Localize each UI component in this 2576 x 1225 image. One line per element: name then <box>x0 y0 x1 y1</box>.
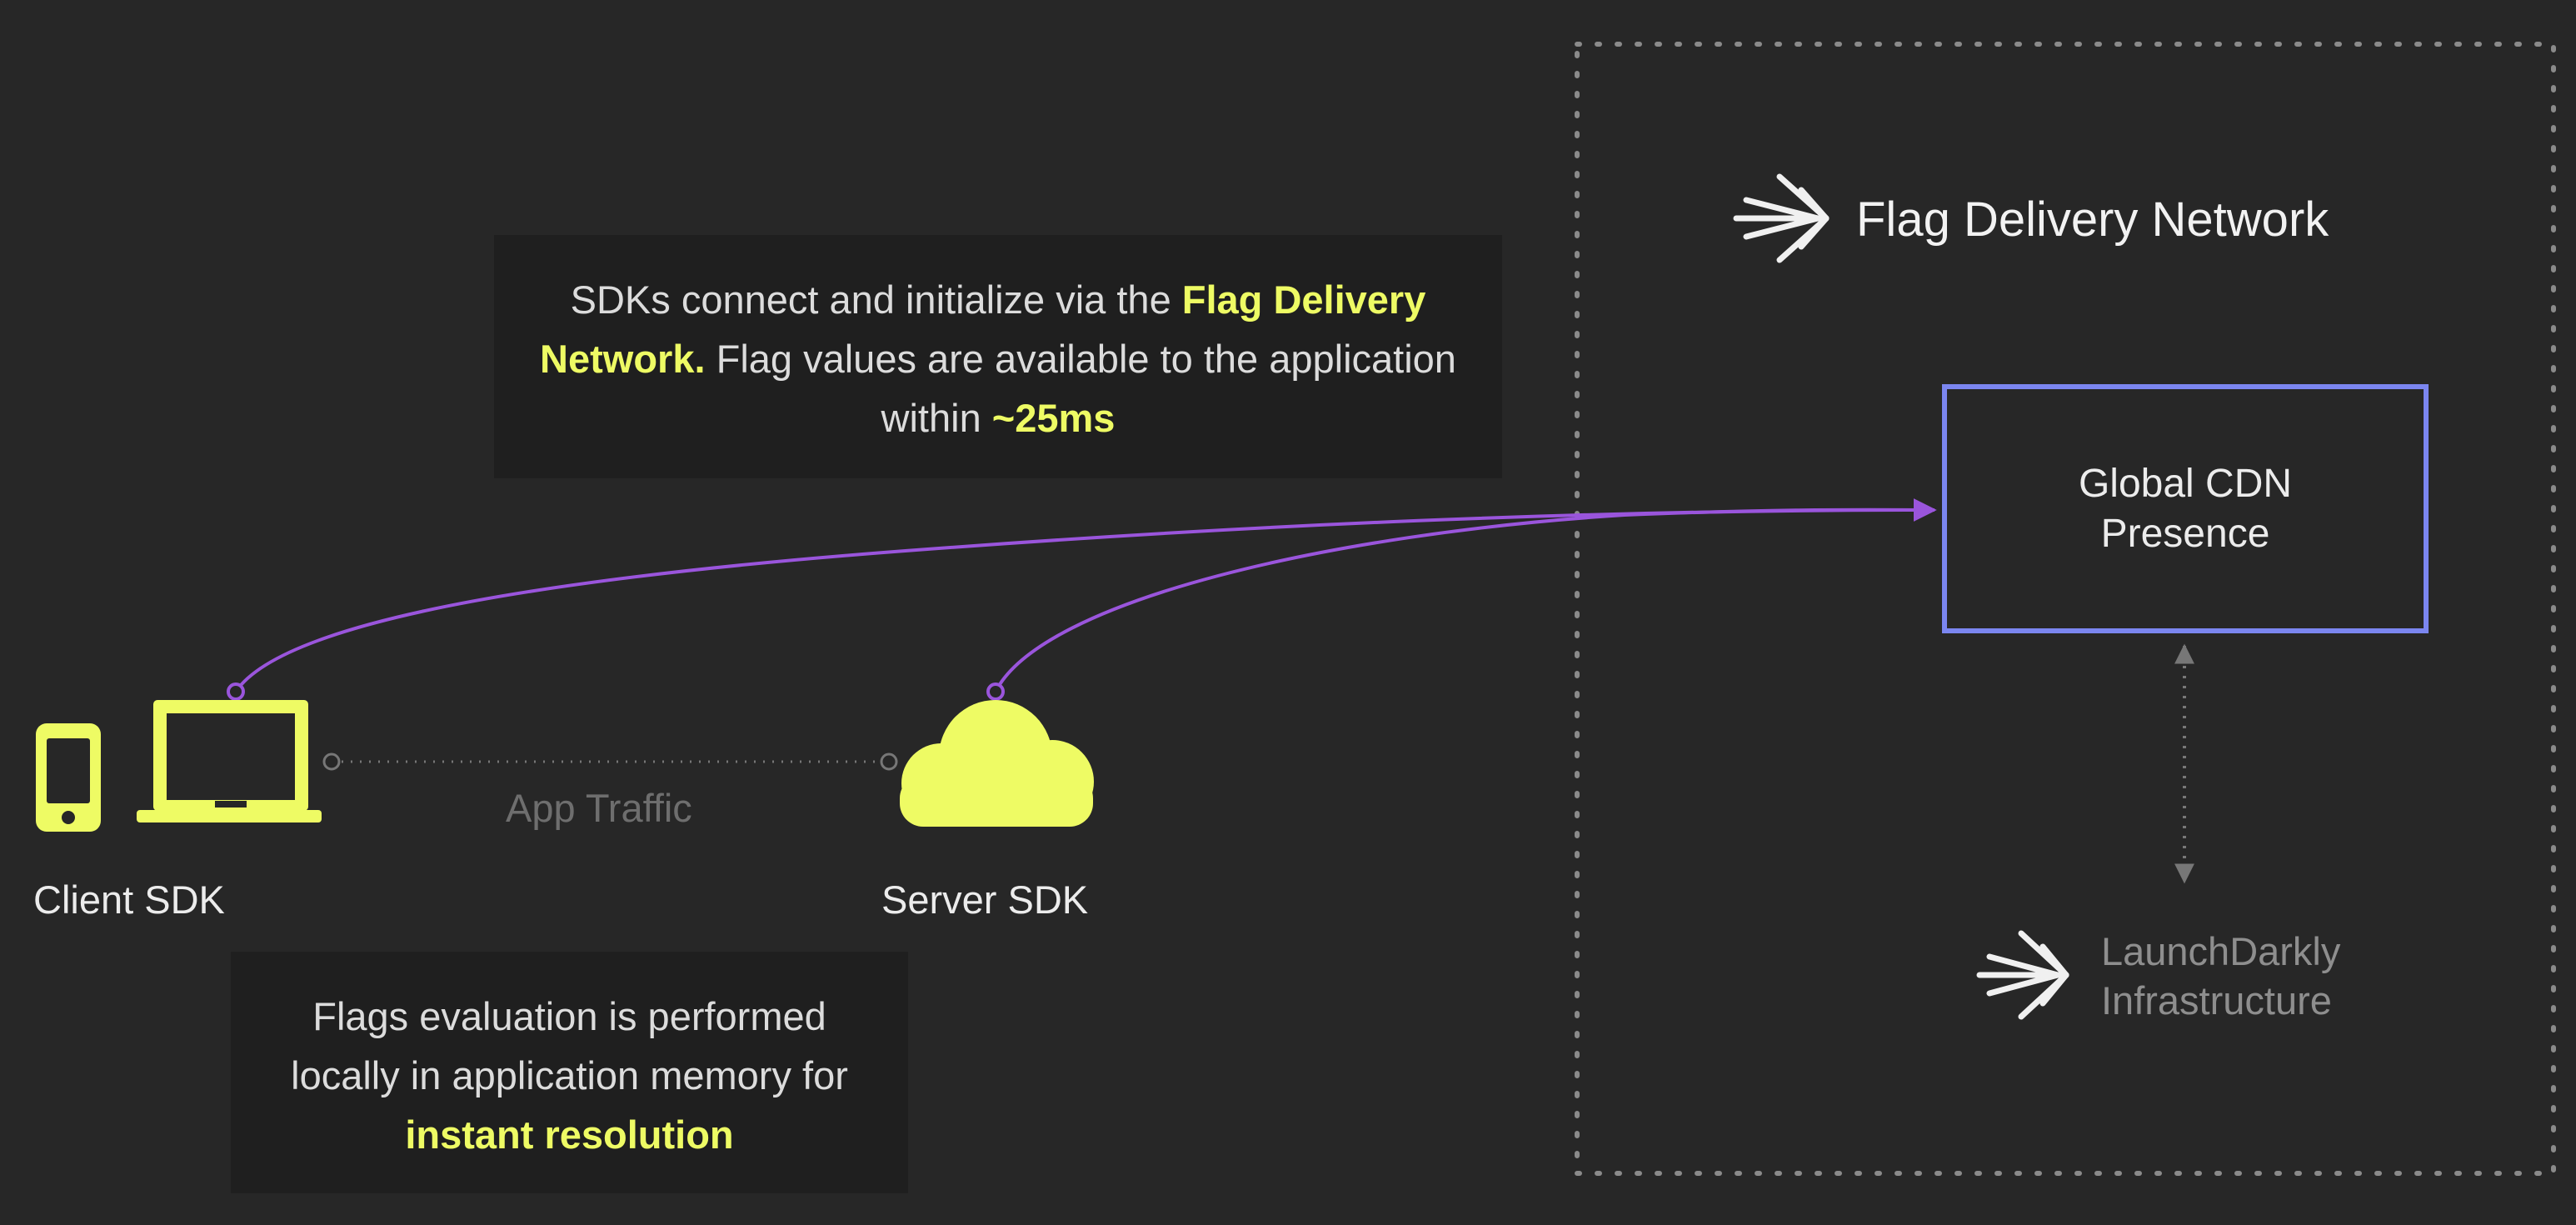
callout-sdk-connect: SDKs connect and initialize via the Flag… <box>494 235 1502 478</box>
infrastructure-logo-icon <box>1976 930 2069 1020</box>
app-traffic-end-right <box>880 752 898 771</box>
laptop-icon <box>137 700 322 822</box>
cloud-icon <box>900 700 1094 827</box>
server-sdk-label: Server SDK <box>881 878 1089 922</box>
cdn-label-line-1: Global CDN <box>2078 461 2293 506</box>
client-connector-dot <box>227 682 245 701</box>
infrastructure-label-line-1: LaunchDarkly <box>2101 929 2341 973</box>
callout-sdk-connect-highlight-1: Flag Delivery Network. <box>540 278 1426 381</box>
launchdarkly-logo-icon <box>1733 173 1830 263</box>
client-connector-line <box>234 498 1937 693</box>
network-title: Flag Delivery Network <box>1856 192 2329 247</box>
callout-local-evaluation: Flags evaluation is performed locally in… <box>231 952 908 1193</box>
callout-sdk-connect-text-2: Flag values are available to the applica… <box>705 337 1456 440</box>
network-region-border <box>1575 42 2556 1176</box>
app-traffic-label: App Traffic <box>506 786 692 830</box>
callout-local-evaluation-text: Flags evaluation is performed locally in… <box>291 994 848 1098</box>
infrastructure-label-line-2: Infrastructure <box>2101 978 2332 1022</box>
cdn-label-line-2: Presence <box>2100 511 2270 556</box>
server-connector-dot <box>986 682 1005 701</box>
global-cdn-box: Global CDN Presence <box>1942 384 2429 633</box>
callout-sdk-connect-text-1: SDKs connect and initialize via the <box>570 278 1182 322</box>
mobile-phone-icon <box>36 723 101 832</box>
callout-sdk-connect-highlight-2: ~25ms <box>991 396 1116 440</box>
server-connector-line <box>994 508 1935 692</box>
app-traffic-end-left <box>322 752 341 771</box>
callout-local-evaluation-highlight: instant resolution <box>405 1112 734 1157</box>
client-sdk-label: Client SDK <box>33 878 225 922</box>
infrastructure-label: LaunchDarkly Infrastructure <box>2101 927 2340 1025</box>
